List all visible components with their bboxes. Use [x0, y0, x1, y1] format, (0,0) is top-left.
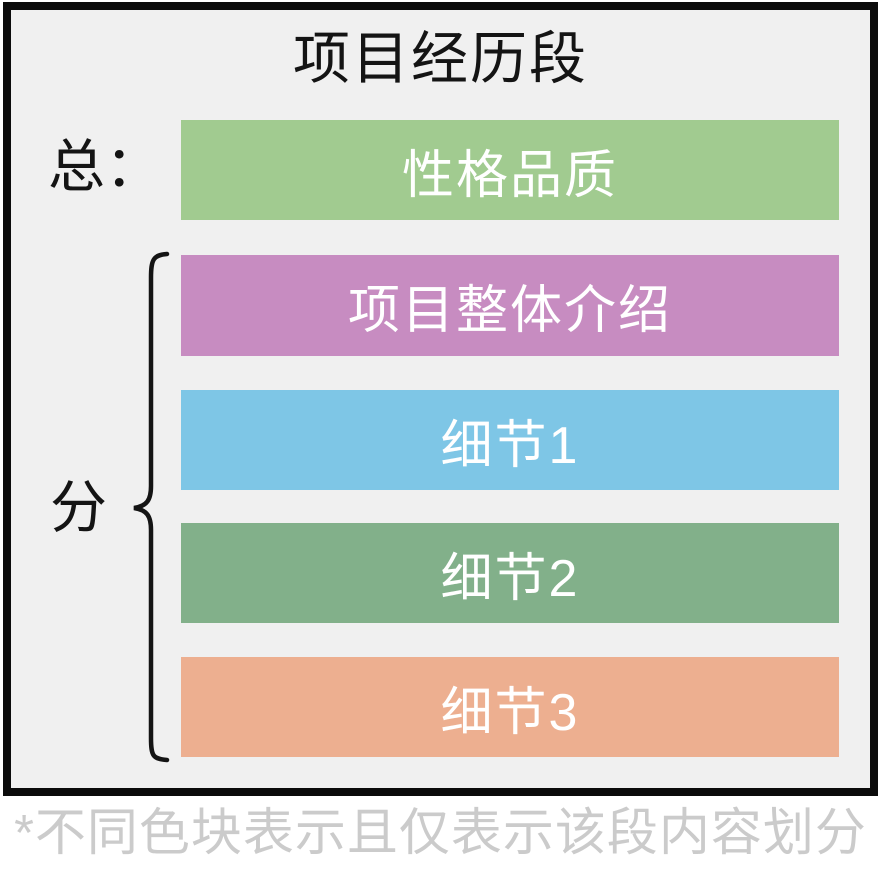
bar-detail-2-label: 细节2 [440, 549, 580, 608]
overall-label: 总： [48, 135, 162, 199]
bar-detail-1: 细节1 [181, 390, 839, 490]
bar-summary: 性格品质 [181, 120, 839, 220]
curly-brace-icon [133, 251, 170, 763]
diagram-title: 项目经历段 [293, 27, 588, 91]
bar-detail-3-label: 细节3 [440, 683, 580, 742]
bar-summary-label: 性格品质 [401, 146, 618, 205]
footnote: *不同色块表示且仅表示该段内容划分 [14, 804, 867, 861]
detail-label: 分 [50, 476, 107, 540]
bar-detail-3: 细节3 [181, 657, 839, 757]
bar-detail-1-label: 细节1 [440, 416, 580, 475]
bar-project-intro-label: 项目整体介绍 [347, 282, 672, 340]
bar-detail-2: 细节2 [181, 523, 839, 623]
bar-project-intro: 项目整体介绍 [181, 255, 839, 356]
